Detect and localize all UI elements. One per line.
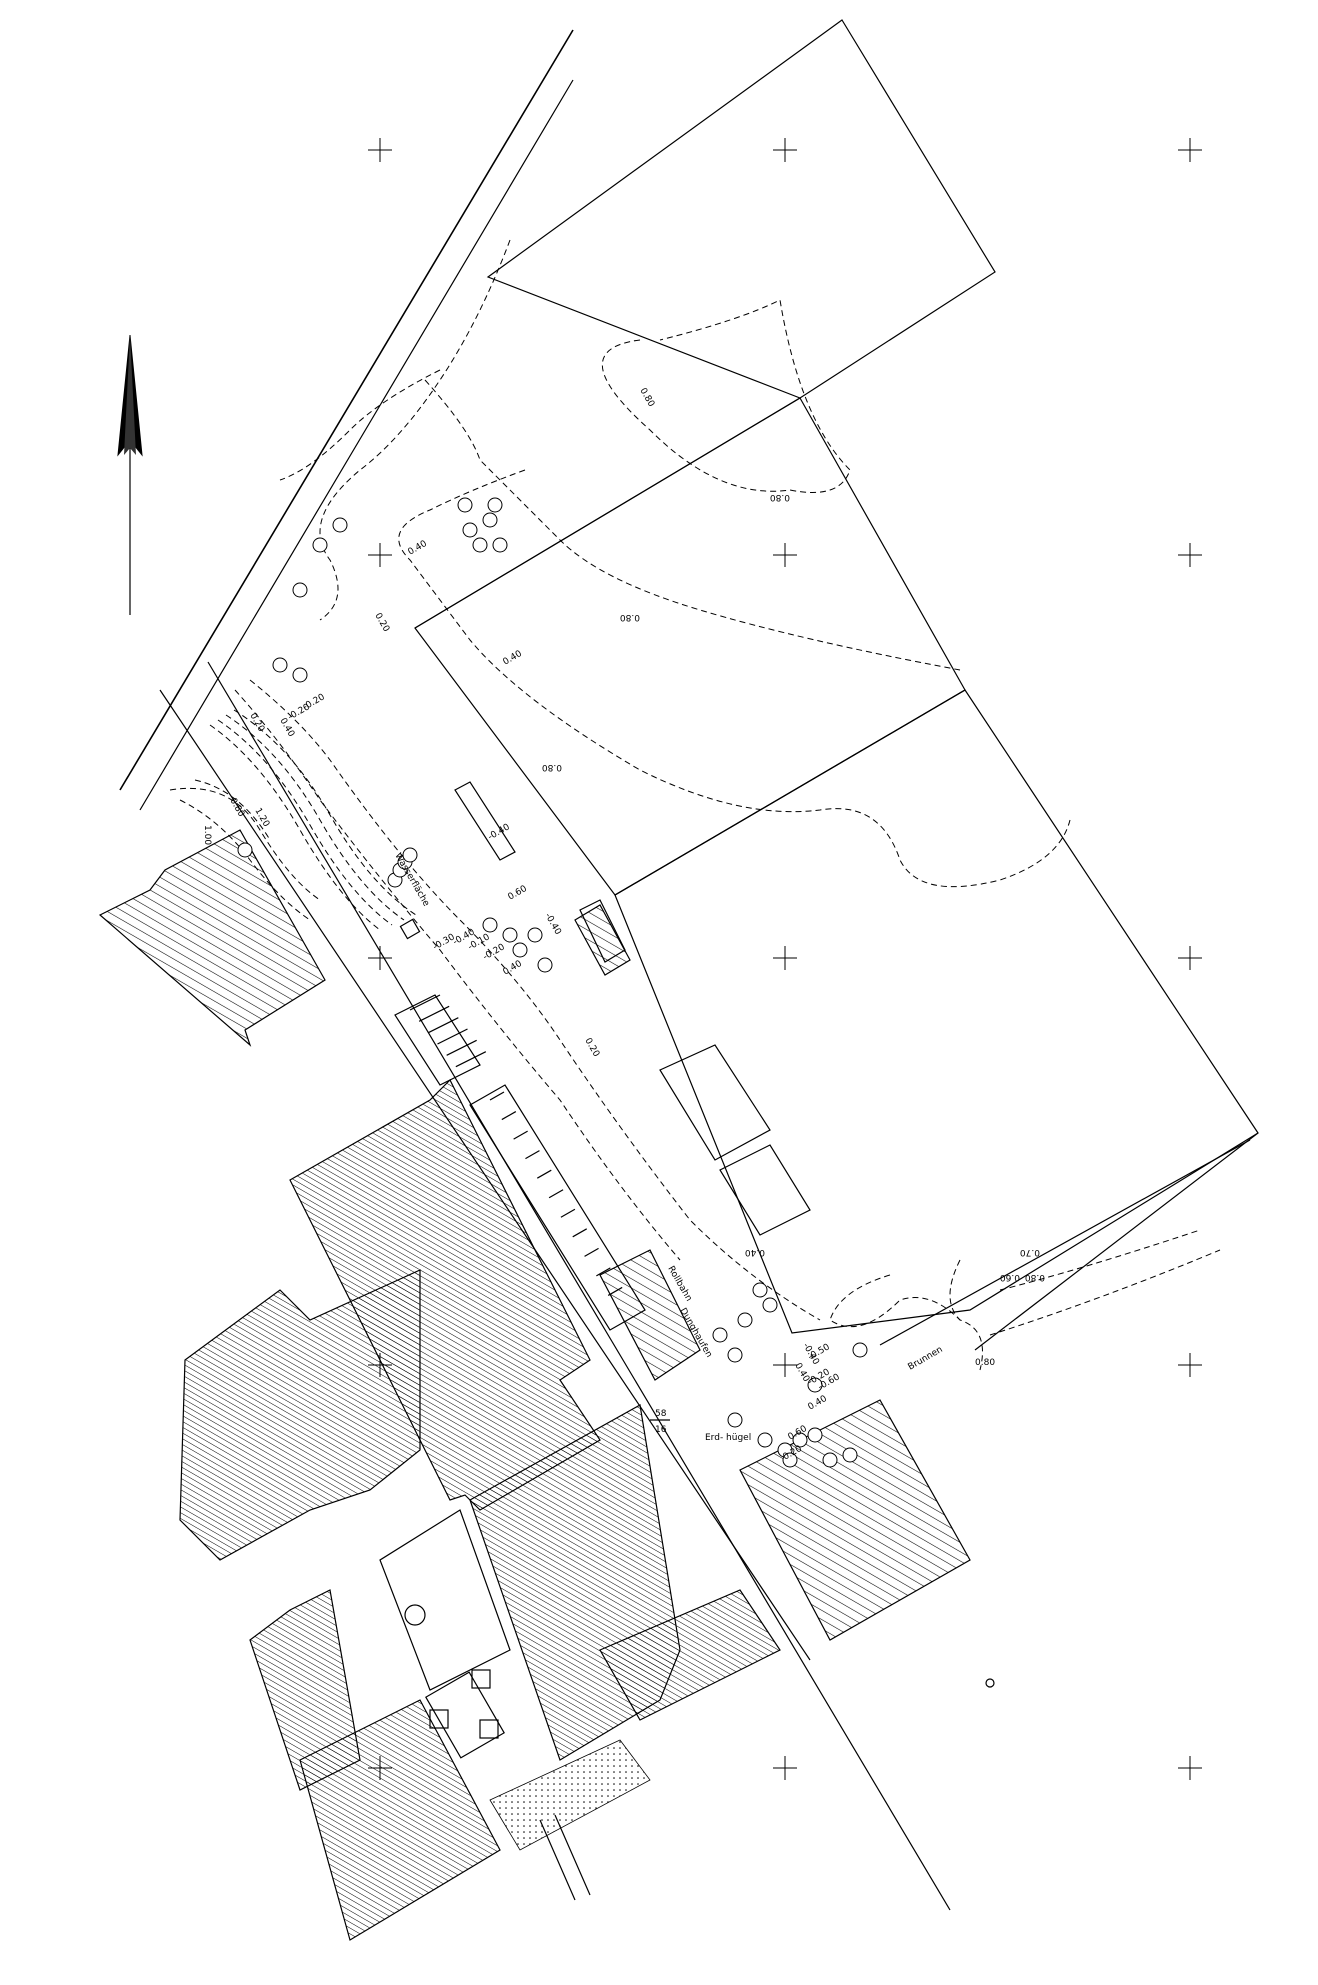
stall-divider bbox=[548, 1189, 564, 1199]
small-structure bbox=[574, 904, 631, 976]
field-parcels bbox=[414, 19, 1259, 1351]
elevation-label: -0.40 bbox=[542, 912, 562, 937]
tree-icon bbox=[752, 1282, 768, 1298]
stall-divider bbox=[607, 1286, 623, 1296]
shed-block bbox=[394, 994, 481, 1086]
tree-icon bbox=[237, 842, 253, 858]
stall-divider bbox=[536, 1169, 552, 1179]
tree-icon bbox=[272, 657, 288, 673]
building-barn bbox=[599, 1249, 701, 1381]
shed-divider bbox=[418, 1005, 450, 1022]
label-earth-mound: Erd- hügel bbox=[705, 1433, 751, 1443]
elevation-label: -0.40 bbox=[487, 822, 512, 842]
stall-divider bbox=[584, 1247, 599, 1257]
elevation-label: 1.20 bbox=[252, 807, 271, 830]
parking-stalls bbox=[394, 904, 646, 1331]
elevation-label: 0.70 bbox=[1020, 1247, 1040, 1257]
tree-icon bbox=[712, 1327, 728, 1343]
tree-icon bbox=[852, 1342, 868, 1358]
elevation-label: 0.40 bbox=[807, 1394, 830, 1413]
tree-icon bbox=[727, 1347, 743, 1363]
tree-icon bbox=[487, 497, 503, 513]
elevation-label: 0.80 bbox=[227, 797, 246, 820]
elevation-label: -0.20 bbox=[287, 702, 312, 722]
elevation-label: 0.40 bbox=[407, 539, 430, 558]
stall-divider bbox=[525, 1150, 540, 1160]
building-courtyard-east bbox=[599, 1589, 781, 1721]
shed-divider bbox=[428, 1017, 459, 1034]
stall-block bbox=[469, 1084, 646, 1331]
tree-icon bbox=[537, 957, 553, 973]
elevation-label: -0.20 bbox=[482, 942, 507, 962]
courtyard bbox=[379, 1509, 511, 1759]
gravel-area bbox=[489, 1739, 651, 1901]
elevation-label: 0.20 bbox=[582, 1037, 601, 1060]
elevation-label: 0.80 bbox=[975, 1358, 995, 1368]
elevation-label: 0.40 bbox=[502, 959, 525, 978]
building-southwest bbox=[249, 1589, 361, 1791]
elevation-label: 0.80 bbox=[1025, 1272, 1045, 1282]
trees bbox=[237, 497, 868, 1468]
tree-icon bbox=[762, 1297, 778, 1313]
shed-divider bbox=[446, 1039, 477, 1056]
shed-divider bbox=[409, 994, 441, 1011]
elevation-label: 0.60 bbox=[507, 884, 530, 903]
tree-icon bbox=[462, 522, 478, 538]
tree-icon bbox=[482, 917, 498, 933]
north-arrow bbox=[117, 334, 143, 615]
label-parcel-top: 58 bbox=[655, 1409, 667, 1419]
shed-divider bbox=[437, 1028, 468, 1045]
tree-icon bbox=[402, 847, 418, 863]
building-large-center bbox=[289, 1078, 601, 1511]
contour-lines bbox=[234, 239, 1221, 1371]
tree-icon bbox=[822, 1452, 838, 1468]
shed-divider bbox=[455, 1051, 487, 1068]
elevation-label: 0.60 bbox=[1000, 1272, 1020, 1282]
elevation-label: 0.80 bbox=[770, 492, 790, 502]
tree-icon bbox=[792, 1432, 808, 1448]
elevation-label: 0.80 bbox=[637, 387, 656, 410]
tree-icon bbox=[727, 1412, 743, 1428]
elevation-label: 0.80 bbox=[620, 612, 640, 622]
survey-point-marker bbox=[985, 1678, 995, 1688]
tree-icon bbox=[502, 927, 518, 943]
stall-divider bbox=[513, 1130, 528, 1140]
tree-icon bbox=[807, 1377, 823, 1393]
tree-icon bbox=[782, 1452, 798, 1468]
stall-divider bbox=[596, 1267, 611, 1277]
tree-icon bbox=[457, 497, 473, 513]
tree-icon bbox=[492, 537, 508, 553]
tree-icon bbox=[482, 512, 498, 528]
tree-icon bbox=[292, 582, 308, 598]
tree-icon bbox=[512, 942, 528, 958]
stall-divider bbox=[560, 1208, 576, 1218]
tree-icon bbox=[757, 1432, 773, 1448]
tree-icon bbox=[527, 927, 543, 943]
building-northwest bbox=[98, 829, 326, 1047]
elevation-label: 1.00 bbox=[202, 825, 212, 845]
tree-icon bbox=[292, 667, 308, 683]
stall-divider bbox=[501, 1111, 517, 1121]
tree-icon bbox=[472, 537, 488, 553]
tree-icon bbox=[842, 1447, 858, 1463]
stall-divider bbox=[572, 1228, 588, 1238]
tree-icon bbox=[737, 1312, 753, 1328]
tree-icon bbox=[312, 537, 328, 553]
elevation-label: 0.40 bbox=[745, 1247, 765, 1257]
elevation-label: 0.20 bbox=[247, 712, 266, 735]
buildings bbox=[98, 829, 971, 1941]
label-well: Brunnen bbox=[907, 1345, 945, 1373]
label-parcel-bottom: 16 bbox=[655, 1425, 667, 1435]
elevation-label: 0.80 bbox=[542, 762, 562, 772]
building-west-wing bbox=[179, 1269, 421, 1561]
elevation-label: 0.40 bbox=[502, 649, 525, 668]
building-east bbox=[739, 1399, 971, 1641]
tree-icon bbox=[807, 1427, 823, 1443]
tree-icon bbox=[332, 517, 348, 533]
building-south bbox=[299, 1699, 501, 1941]
field-structures bbox=[399, 781, 811, 1236]
elevation-label: 0.20 bbox=[372, 612, 391, 635]
stall-divider bbox=[489, 1091, 505, 1101]
